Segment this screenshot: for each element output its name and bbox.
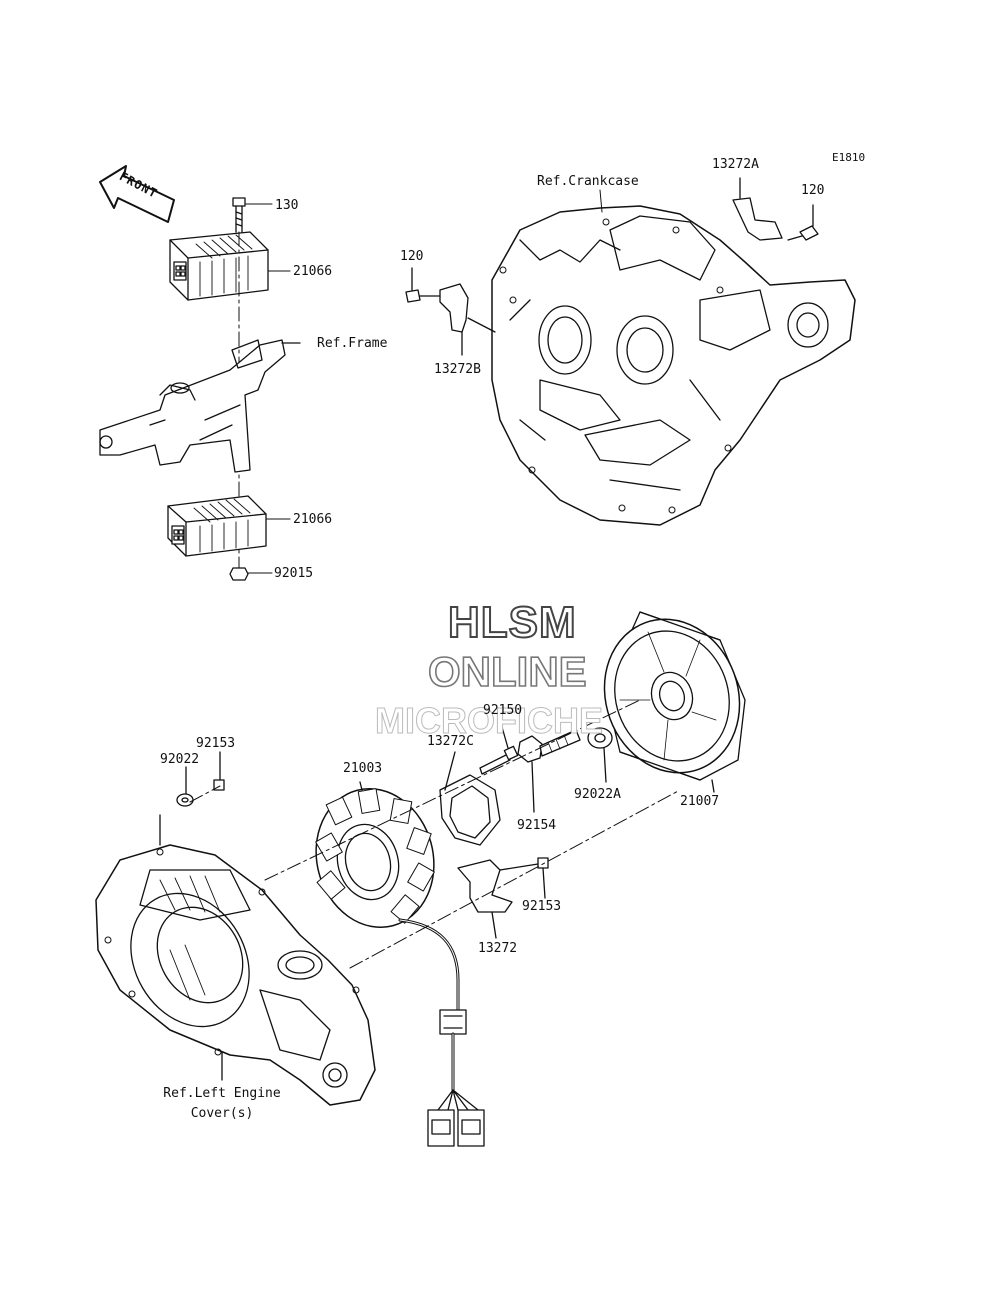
washer-92022 [176, 766, 194, 807]
watermark-line-1: HLSM [447, 597, 577, 648]
callout-21003[interactable]: 21003 [343, 761, 383, 776]
bolt-92153-lower [499, 857, 549, 899]
bolt-92154 [517, 729, 581, 813]
callout-92022A[interactable]: 92022A [574, 787, 621, 802]
washer-92022A [587, 727, 613, 783]
callout-ref-left-engine-cover-line1: Ref.Left Engine [163, 1086, 281, 1101]
callout-13272[interactable]: 13272 [478, 941, 518, 956]
callout-ref-left-engine-cover-line2: Cover(s) [190, 1106, 254, 1121]
bolt-120-right [787, 204, 819, 241]
callout-92015[interactable]: 92015 [274, 566, 314, 581]
callout-130[interactable]: 130 [275, 198, 299, 213]
callout-13272C[interactable]: 13272C [427, 734, 474, 749]
callout-92153-upper[interactable]: 92153 [196, 736, 236, 751]
nut-92015 [229, 567, 249, 581]
stator-21003 [315, 781, 435, 929]
callout-92154[interactable]: 92154 [517, 818, 557, 833]
callout-13272B[interactable]: 13272B [434, 362, 481, 377]
bracket-13272B [439, 283, 496, 356]
callout-120-left[interactable]: 120 [400, 249, 424, 264]
callout-92022[interactable]: 92022 [160, 752, 200, 767]
callout-ref-crankcase: Ref.Crankcase [537, 174, 639, 189]
regulator-rectifier-upper [169, 231, 269, 301]
callout-92153-lower[interactable]: 92153 [522, 899, 562, 914]
callout-92150[interactable]: 92150 [483, 703, 523, 718]
rotor-21007 [603, 611, 746, 793]
callout-120-right[interactable]: 120 [801, 183, 825, 198]
bolt-92150 [479, 719, 519, 775]
stator-wire-harness [398, 918, 485, 1147]
diagram-code: E1810 [832, 151, 866, 164]
callout-21007[interactable]: 21007 [680, 794, 720, 809]
frame-bracket [99, 339, 301, 473]
callout-21066-upper[interactable]: 21066 [293, 264, 333, 279]
front-arrow-icon [99, 165, 175, 223]
watermark-line-3: MICROFICHE [375, 700, 604, 742]
left-engine-cover [95, 814, 376, 1106]
plate-13272C [439, 751, 501, 846]
callout-ref-frame: Ref.Frame [317, 336, 388, 351]
watermark-line-2: ONLINE [427, 647, 587, 696]
regulator-rectifier-lower [167, 495, 267, 557]
bolt-120-left [405, 267, 441, 303]
callout-13272A[interactable]: 13272A [712, 157, 759, 172]
bolt-130 [232, 197, 246, 233]
bolt-92153-upper [213, 751, 225, 791]
bracket-13272A [732, 177, 783, 241]
callout-21066-lower[interactable]: 21066 [293, 512, 333, 527]
bracket-13272 [457, 859, 513, 939]
crankcase [491, 205, 856, 526]
